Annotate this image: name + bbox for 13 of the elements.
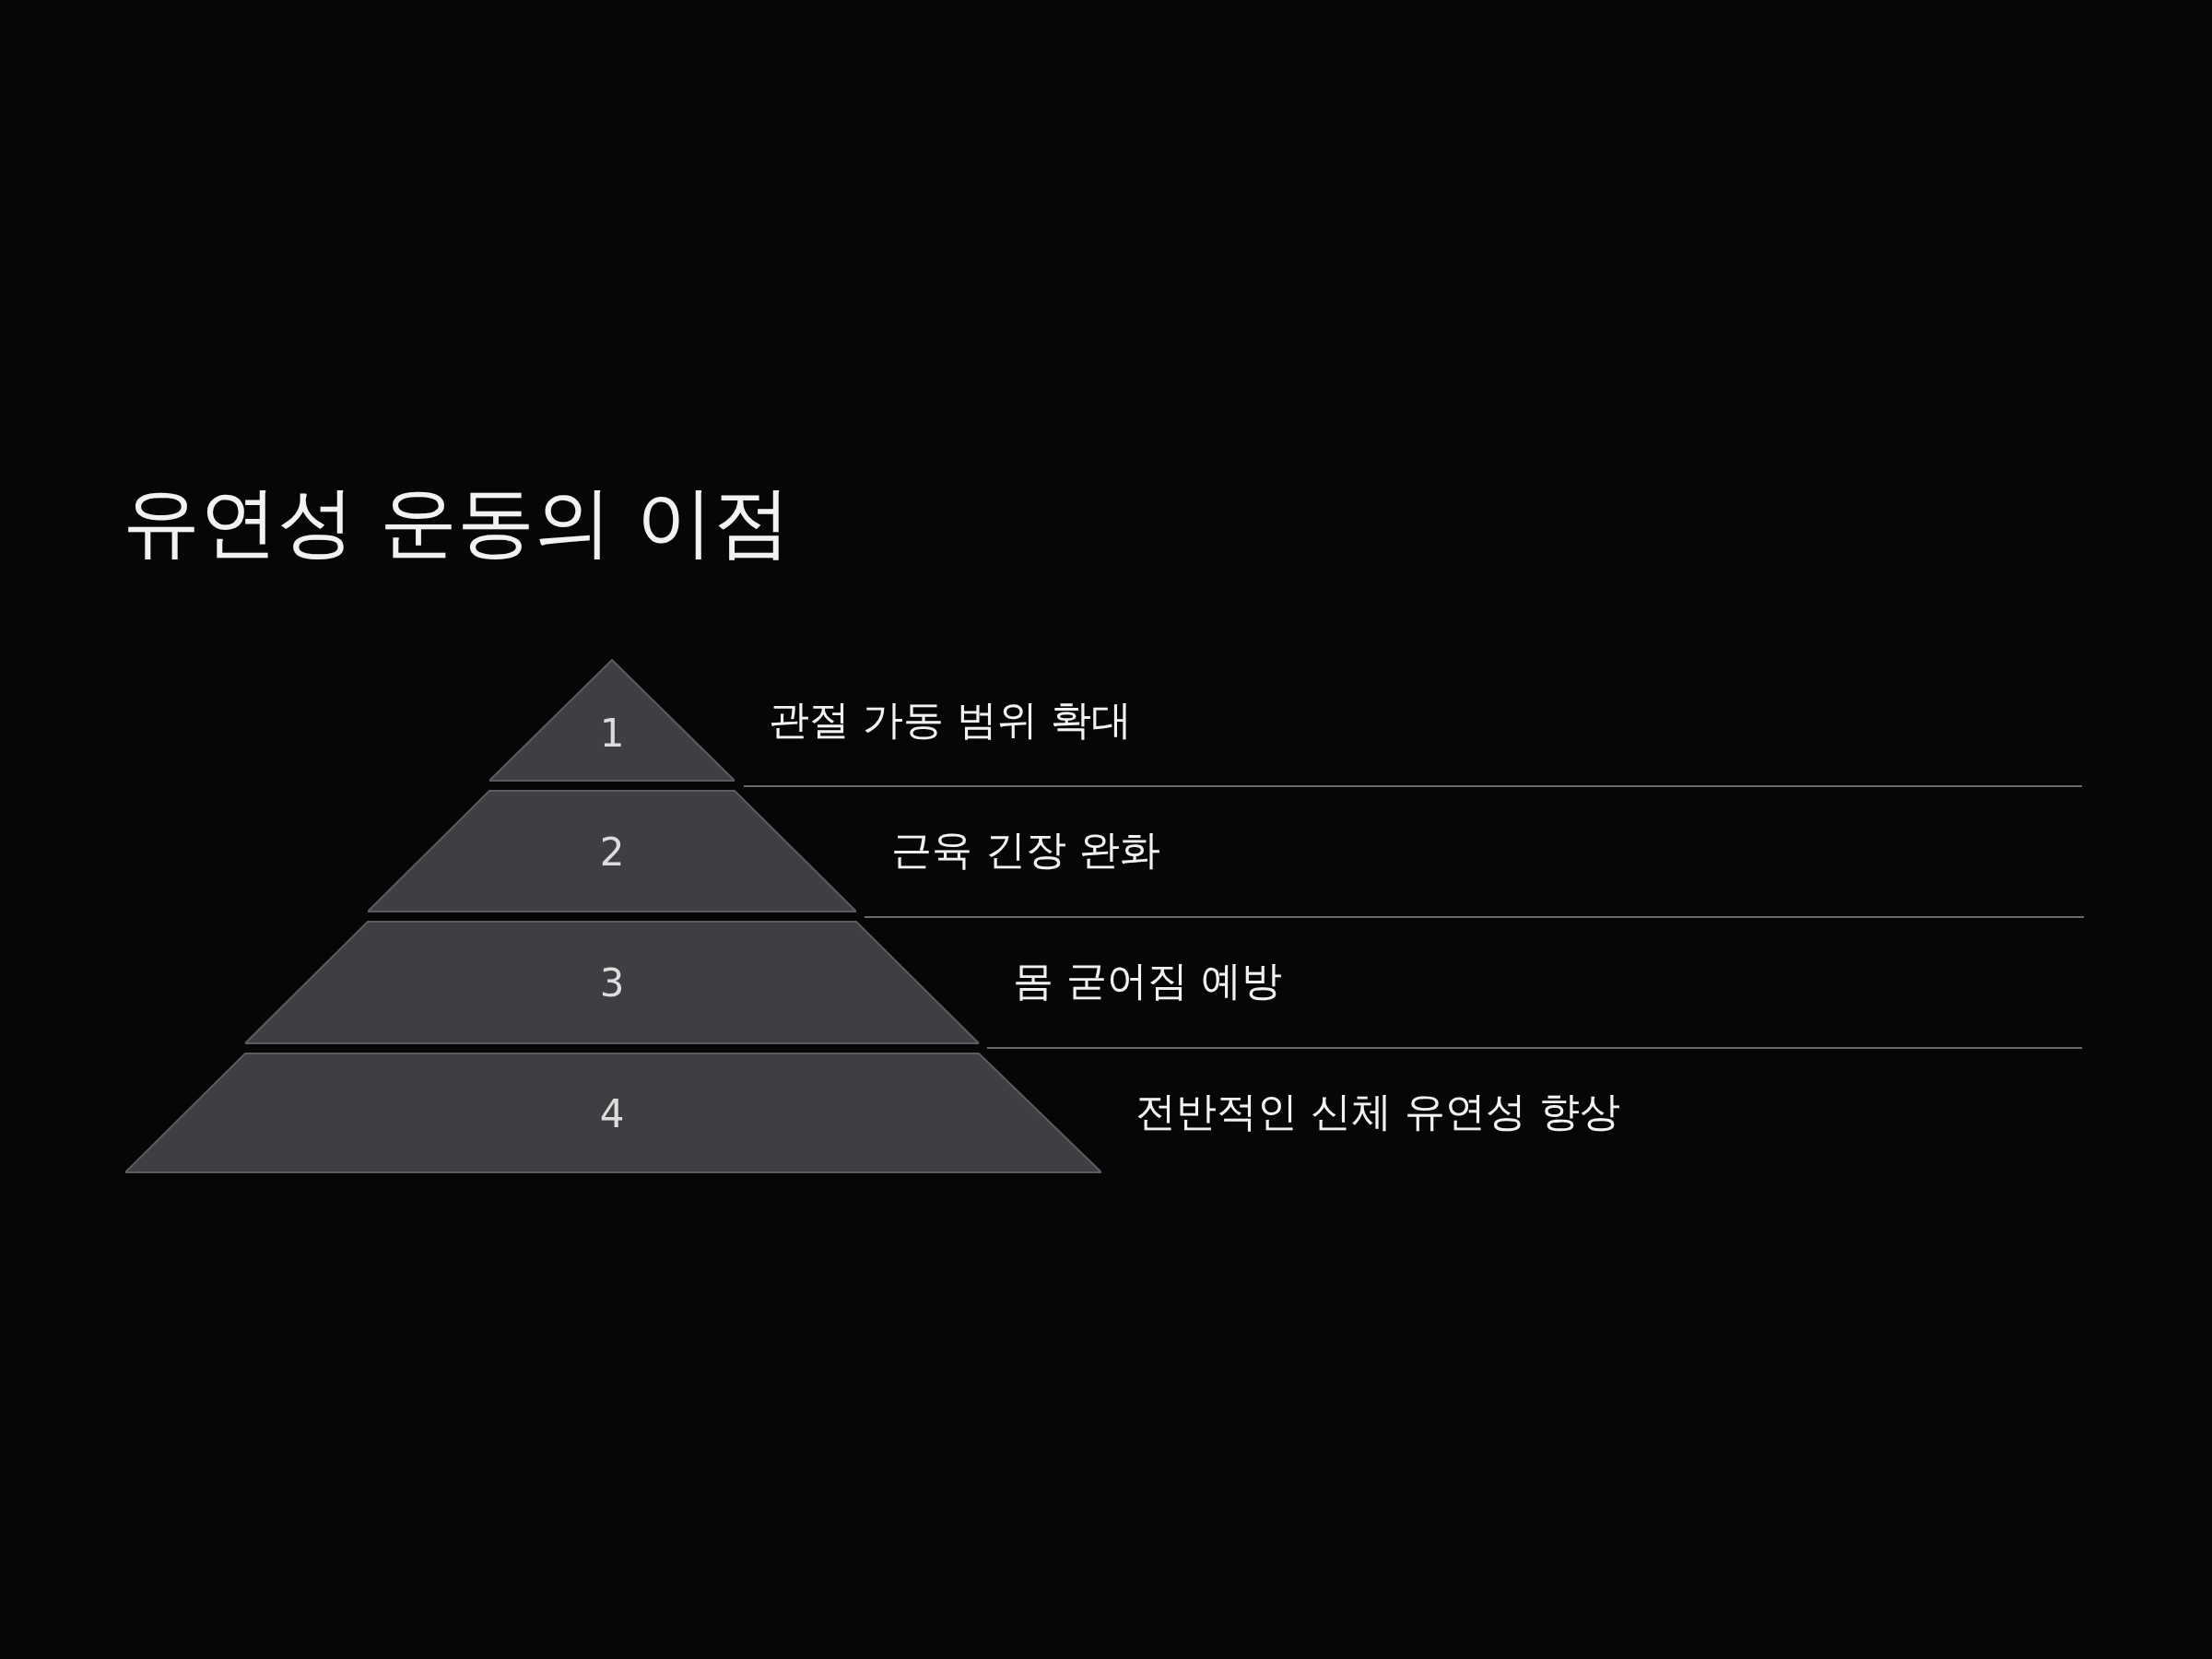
level-number: 2 bbox=[599, 829, 625, 874]
benefit-text: 몸 굳어짐 예방 bbox=[1013, 955, 1282, 1006]
pyramid-level bbox=[125, 1053, 1101, 1173]
pyramid-top-triangle bbox=[489, 659, 735, 782]
benefit-text: 관절 가동 범위 확대 bbox=[769, 694, 1132, 745]
level-number: 3 bbox=[599, 959, 625, 1006]
pyramid-level bbox=[245, 921, 979, 1044]
title: 유연성 운동의 이점 bbox=[123, 479, 792, 565]
level-number: 4 bbox=[599, 1090, 625, 1135]
level-number: 1 bbox=[599, 710, 625, 756]
benefit-text: 전반적인 신체 유연성 향상 bbox=[1135, 1086, 1620, 1135]
pyramid-level bbox=[368, 790, 856, 912]
benefit-text: 근육 긴장 완화 bbox=[891, 824, 1160, 874]
